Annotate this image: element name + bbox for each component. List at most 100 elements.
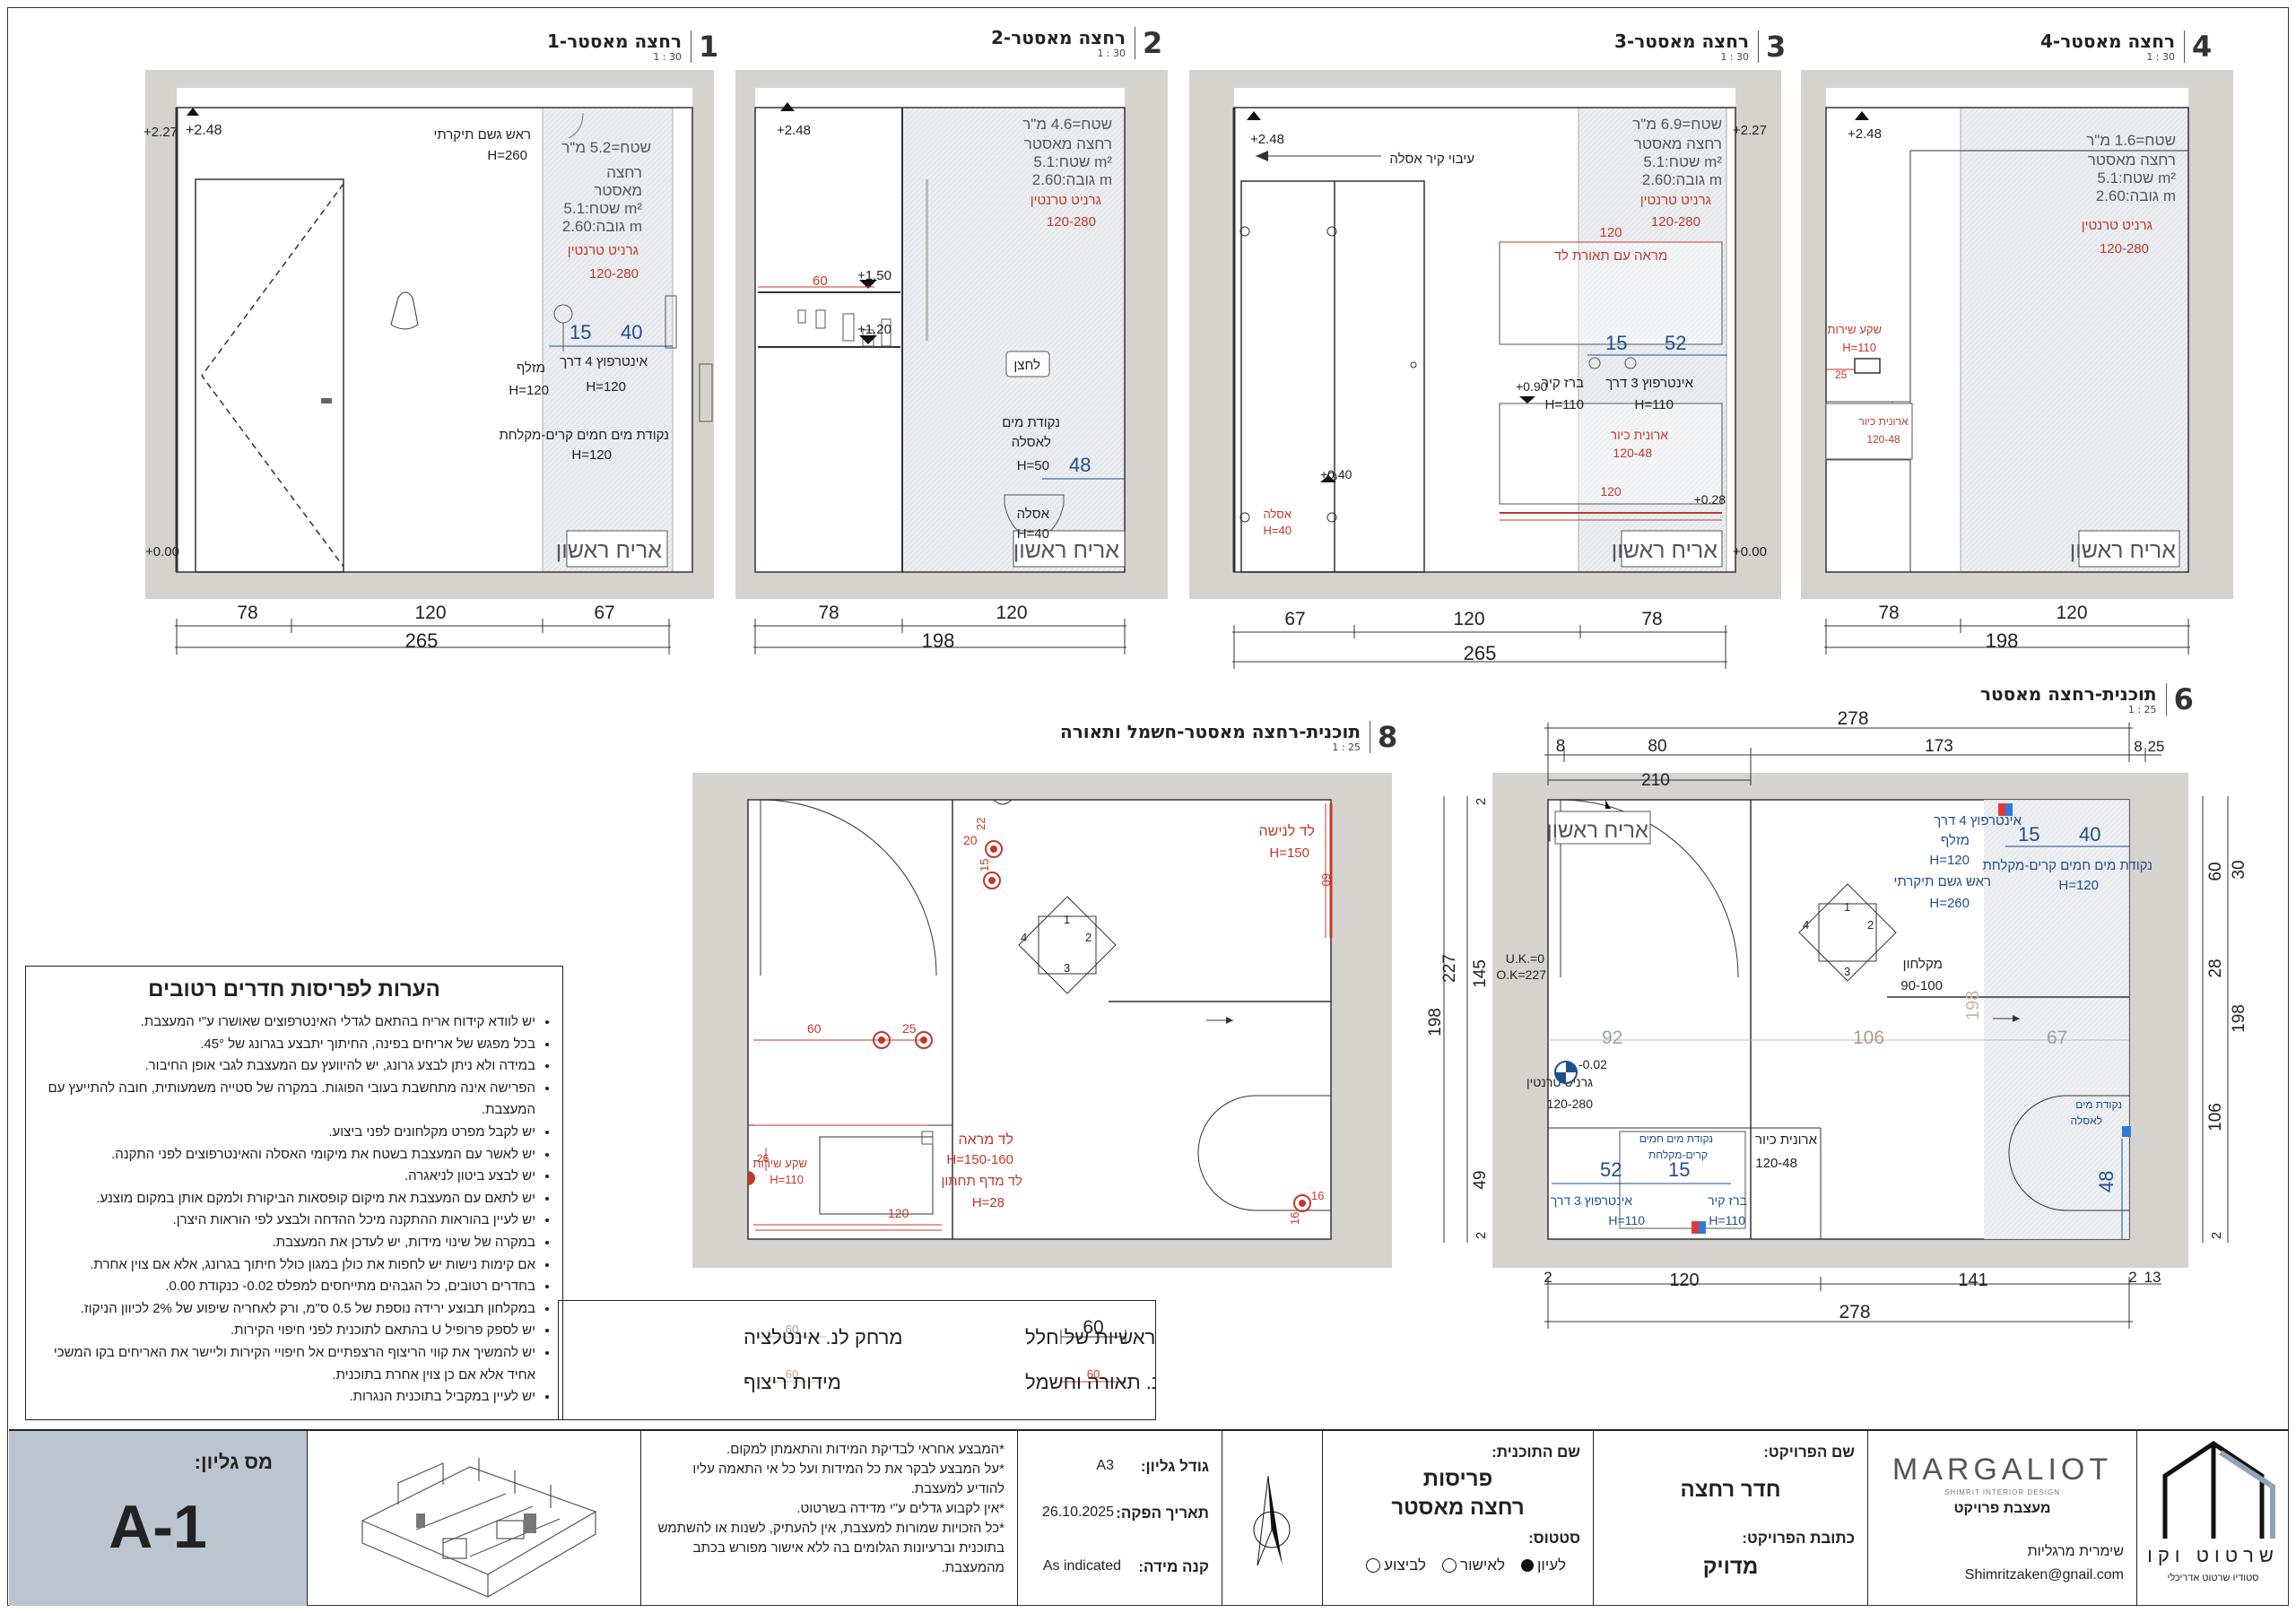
brand-role: מעצבת פרויקט (1953, 1501, 2051, 1516)
dim-15: 15 (1605, 332, 1627, 354)
flush-label: לחצן (1013, 358, 1040, 373)
first-tile-label: אריח ראשון (556, 538, 663, 563)
dim-67: 67 (2047, 1028, 2067, 1048)
toilet-label: אסלה (1017, 507, 1050, 522)
shower-head-label: ראש גשם תיקרתי (433, 127, 531, 143)
designer-email[interactable]: Shimritzaken@gnail.com (1964, 1567, 2124, 1583)
area-label: שטח=4.6 מ"ר (1022, 116, 1112, 133)
status-option-execution[interactable]: לביצוע (1366, 1557, 1426, 1574)
shower-head-height: H=260 (487, 148, 527, 163)
brand-logo: MARGALIOT (1892, 1453, 2113, 1487)
disclaimer-1: *המבצע אחראי לבדיקת המידות והתאמתן למקום… (726, 1442, 1004, 1457)
sheet-info-cell: גודל גליון: A3 תאריך הפקה: 26.10.2025 קנ… (1017, 1431, 1222, 1606)
legend-install-label: מרחק לנ. אינטלציה (744, 1326, 903, 1349)
shower-size: 90-100 (1900, 978, 1943, 993)
view-title: רחצה מאסטר-4 (2040, 30, 2176, 52)
hand-shower-height: H=120 (509, 383, 549, 398)
room-label-2: מאסטר (594, 182, 642, 199)
dim-15: 15 (2018, 823, 2039, 846)
dim-120-low: 120 (1600, 484, 1622, 499)
dim-3b: 120 (1453, 609, 1484, 629)
view-number: 8 (1370, 721, 1397, 753)
vanity-size: 120-48 (1866, 433, 1900, 446)
level-top: +2.48 (1848, 126, 1882, 142)
top-dim-b: 80 (1648, 737, 1666, 756)
note-item: יש לבצע ביטון לניאגרה. (39, 1166, 535, 1188)
note-item: במקלחון תבוצע ירידה נוספת של 0.5 ס"מ, ור… (39, 1298, 535, 1321)
water2-label-b: קרים-מקלחת (1648, 1149, 1708, 1161)
notes-title: הערות לפריסות חדרים רטובים (148, 977, 440, 1002)
elevation-4: ארונית כיור 120-48 שקע שירות H=110 25 +2… (1801, 70, 2233, 655)
level-040: +0.40 (1320, 467, 1352, 481)
vanity-label: ארונית כיור (1611, 428, 1669, 442)
status-option-label: לעיון (1537, 1557, 1566, 1574)
view-title: רחצה מאסטר-3 (1614, 30, 1750, 52)
plan-8-electric: 4 2 1 3 120 לד מראה H=150-160 לד מדף תחת… (692, 773, 1392, 1268)
sheet-number-cell: מס גליון: A-1 (9, 1431, 307, 1606)
dim-60: 60 (807, 1021, 822, 1036)
legend-floor-label: מידות ריצוף (744, 1371, 841, 1393)
elevation-1: אריח ראשון +2.48 +2.27 +0.00 ראש גשם תיק… (144, 70, 714, 655)
status-option-approval[interactable]: לאישור (1442, 1557, 1505, 1574)
plan-value-1: פריסות (1422, 1467, 1493, 1491)
note-item: יש לוודא קידוח אריח בהתאם לגדלי האינטרפו… (39, 1011, 535, 1034)
plan-6: 4 2 1 3 אריח ראשון U.K.=0 O.K=227 אינטרפ… (1426, 708, 2248, 1329)
status-options: לעיון לאישור לביצוע (1366, 1557, 1566, 1574)
sheet-border (7, 7, 2289, 1606)
view-title: תוכנית-רחצה מאסטר (1980, 683, 2157, 705)
designer-name: שימרית מרגליות (2027, 1544, 2124, 1559)
note-item: יש לעיין במקביל בתוכנית הנגרות. (39, 1386, 535, 1409)
water-point-height: H=50 (1017, 458, 1049, 473)
mirror-led-label: לד מראה (958, 1132, 1013, 1148)
radio-filled-icon (1521, 1559, 1535, 1572)
bottom-dim-b: 120 (1669, 1270, 1699, 1290)
disclaimer-4: *כל הזכויות שמורות למעצבת, אין להעתיק, ל… (657, 1521, 1004, 1575)
dim-60-v: 60 (1319, 873, 1333, 886)
level-top: +2.48 (186, 123, 222, 138)
dim-3-total: 265 (1464, 642, 1497, 664)
water-point-height: H=120 (571, 447, 612, 463)
intercept-label: אינטרפוץ 4 דרך (560, 354, 648, 369)
dim-25: 25 (902, 1021, 917, 1036)
led-low-height: H=28 (972, 1195, 1004, 1210)
right-dim-d: 2 (2209, 1232, 2224, 1239)
view-scale: 1 : 25 (2127, 704, 2157, 715)
dim-2b: 120 (996, 603, 1027, 623)
dim-210: 210 (1641, 771, 1670, 790)
head-label: ראש גשם תיקרתי (1893, 874, 1991, 889)
material-size: 120-280 (1651, 214, 1700, 230)
level-090: +0.90 (1516, 379, 1548, 394)
studio-logo-cell: שרטוט וקו סטודיו שרטוט אדריכלי (2136, 1431, 2289, 1606)
tap-label: ברז קיר (1542, 376, 1584, 391)
toilet-height: H=40 (1264, 524, 1292, 537)
dim-20: 20 (963, 833, 978, 847)
height-label: גובה:2.60 m (1642, 171, 1722, 188)
hand-shower-label: מזלף (517, 360, 545, 376)
studio-logo-sub: סטודיו שרטוט אדריכלי (2167, 1573, 2259, 1583)
toilet-water-label-2: לאסלה (2071, 1114, 2102, 1127)
status-option-review[interactable]: לעיון (1521, 1557, 1566, 1574)
height-label: גובה:2.60 m (562, 218, 642, 235)
note-item: יש להמשיך את קווי הריצוף הרצפתיים אל חיפ… (39, 1342, 535, 1386)
dim-2-total: 198 (922, 629, 955, 652)
view-scale: 1 : 30 (1097, 48, 1126, 59)
level-side: +2.27 (1733, 123, 1767, 138)
dim-1-total: 265 (405, 629, 439, 652)
studio-logo-icon (2162, 1440, 2275, 1539)
level-028: +0.28 (1694, 492, 1726, 507)
dim-3a: 67 (1284, 609, 1305, 629)
top-dim-c: 173 (1925, 737, 1953, 756)
status-option-label: לאישור (1460, 1557, 1506, 1574)
led-niche-height: H=150 (1269, 846, 1309, 861)
area-label-2: שטח:5.1 m² (1033, 153, 1112, 170)
dim-40: 40 (2079, 823, 2100, 846)
project-label: שם הפרויקט: (1763, 1444, 1855, 1461)
elevation-2: לחצן אריח ראשון +2.48 +1.50 +1.20 60 שטח… (735, 70, 1168, 655)
bottom-total: 278 (1839, 1302, 1870, 1322)
legend-drawing: 60 מידות ראשיות של חלל 60 מרחק לנ. אינטל… (744, 1317, 1223, 1393)
dimension-legend: 60 מידות ראשיות של חלל 60 מרחק לנ. אינטל… (558, 1300, 1223, 1420)
intercept-height: H=120 (586, 379, 626, 395)
right-dim-a: 60 (2206, 862, 2225, 880)
